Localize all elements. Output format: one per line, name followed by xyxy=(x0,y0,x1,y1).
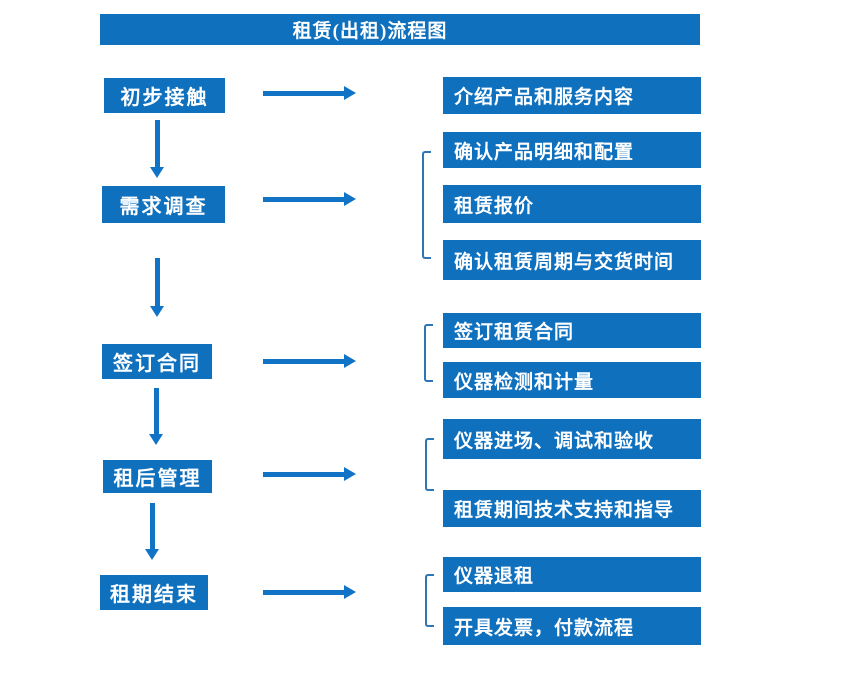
step-box-demand-survey: 需求调查 xyxy=(102,186,225,223)
step-label: 租后管理 xyxy=(113,468,202,490)
arrow-stem xyxy=(263,471,344,477)
detail-box: 确认产品明细和配置 xyxy=(443,132,701,168)
detail-label: 仪器检测和计量 xyxy=(454,371,595,393)
group-bracket xyxy=(425,574,434,627)
arrow-head-icon xyxy=(150,306,164,317)
down-arrow xyxy=(150,120,164,178)
step-box-lease-end: 租期结束 xyxy=(100,575,208,610)
detail-label: 租赁报价 xyxy=(454,195,535,217)
step-box-sign-contract: 签订合同 xyxy=(102,344,212,379)
right-arrow xyxy=(263,86,356,100)
arrow-stem xyxy=(263,358,344,364)
arrow-stem xyxy=(149,503,155,549)
arrow-stem xyxy=(154,120,160,167)
down-arrow xyxy=(150,258,164,317)
detail-label: 签订租赁合同 xyxy=(454,322,575,343)
step-box-post-lease-management: 租后管理 xyxy=(103,460,212,493)
detail-box: 介绍产品和服务内容 xyxy=(443,77,701,114)
down-arrow xyxy=(145,503,159,560)
right-arrow xyxy=(263,467,356,481)
detail-label: 仪器进场、调试和验收 xyxy=(454,430,655,452)
arrow-head-icon xyxy=(344,192,356,206)
arrow-head-icon xyxy=(344,354,356,368)
step-label: 签订合同 xyxy=(113,353,201,375)
group-bracket xyxy=(422,151,431,259)
step-label: 需求调查 xyxy=(119,196,208,218)
down-arrow xyxy=(149,388,163,445)
arrow-stem xyxy=(263,589,344,595)
detail-box: 租赁报价 xyxy=(443,185,701,223)
detail-label: 租赁期间技术支持和指导 xyxy=(454,500,675,521)
detail-label: 仪器退租 xyxy=(454,566,535,587)
detail-box: 开具发票，付款流程 xyxy=(443,607,701,645)
detail-box: 租赁期间技术支持和指导 xyxy=(443,490,701,527)
detail-label: 确认产品明细和配置 xyxy=(454,141,635,163)
arrow-head-icon xyxy=(344,86,356,100)
arrow-head-icon xyxy=(344,467,356,481)
arrow-head-icon xyxy=(149,434,163,445)
detail-box: 仪器退租 xyxy=(443,557,701,592)
right-arrow xyxy=(263,354,356,368)
arrow-head-icon xyxy=(145,549,159,560)
group-bracket xyxy=(424,324,433,382)
detail-box: 仪器检测和计量 xyxy=(443,362,701,398)
page-title: 租赁(出租)流程图 xyxy=(292,21,448,42)
detail-box: 签订租赁合同 xyxy=(443,313,701,348)
step-box-initial-contact: 初步接触 xyxy=(104,78,225,113)
step-label: 租期结束 xyxy=(110,584,198,606)
group-bracket xyxy=(425,438,434,491)
arrow-stem xyxy=(154,258,160,306)
right-arrow xyxy=(263,192,356,206)
right-arrow xyxy=(263,585,356,599)
detail-label: 开具发票，付款流程 xyxy=(454,617,635,639)
arrow-stem xyxy=(263,90,344,96)
title-bar: 租赁(出租)流程图 xyxy=(100,14,700,45)
detail-box: 确认租赁周期与交货时间 xyxy=(443,240,701,280)
detail-box: 仪器进场、调试和验收 xyxy=(443,419,701,459)
step-label: 初步接触 xyxy=(120,87,209,109)
arrow-stem xyxy=(153,388,159,434)
arrow-head-icon xyxy=(344,585,356,599)
arrow-stem xyxy=(263,196,344,202)
arrow-head-icon xyxy=(150,167,164,178)
detail-label: 介绍产品和服务内容 xyxy=(454,87,635,108)
detail-label: 确认租赁周期与交货时间 xyxy=(454,251,675,273)
